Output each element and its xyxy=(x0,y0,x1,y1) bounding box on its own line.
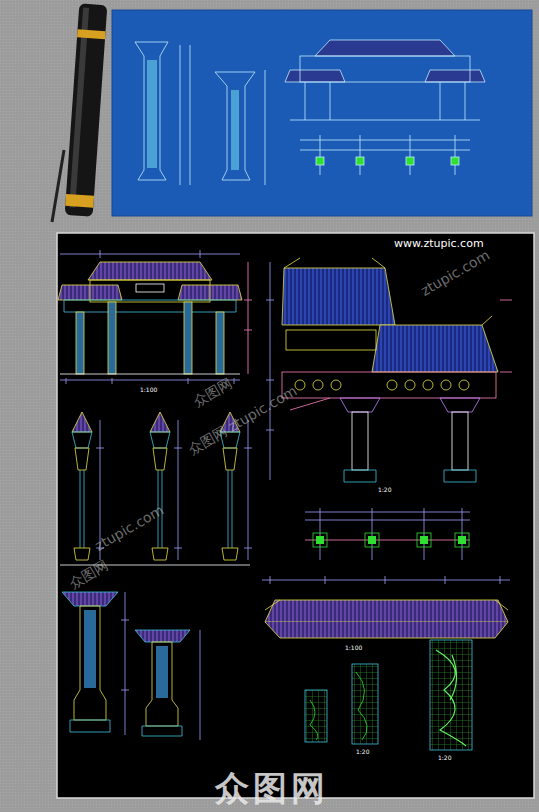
watermark-url: www.ztupic.com xyxy=(394,237,484,250)
scale-note: 1:100 xyxy=(345,644,362,651)
scale-note: 1:100 xyxy=(140,386,157,393)
scale-note: 1:20 xyxy=(356,748,369,755)
scale-note: 1:20 xyxy=(438,754,451,761)
scale-note: 1:20 xyxy=(378,486,391,493)
logo-text: 众图网 xyxy=(215,766,329,812)
